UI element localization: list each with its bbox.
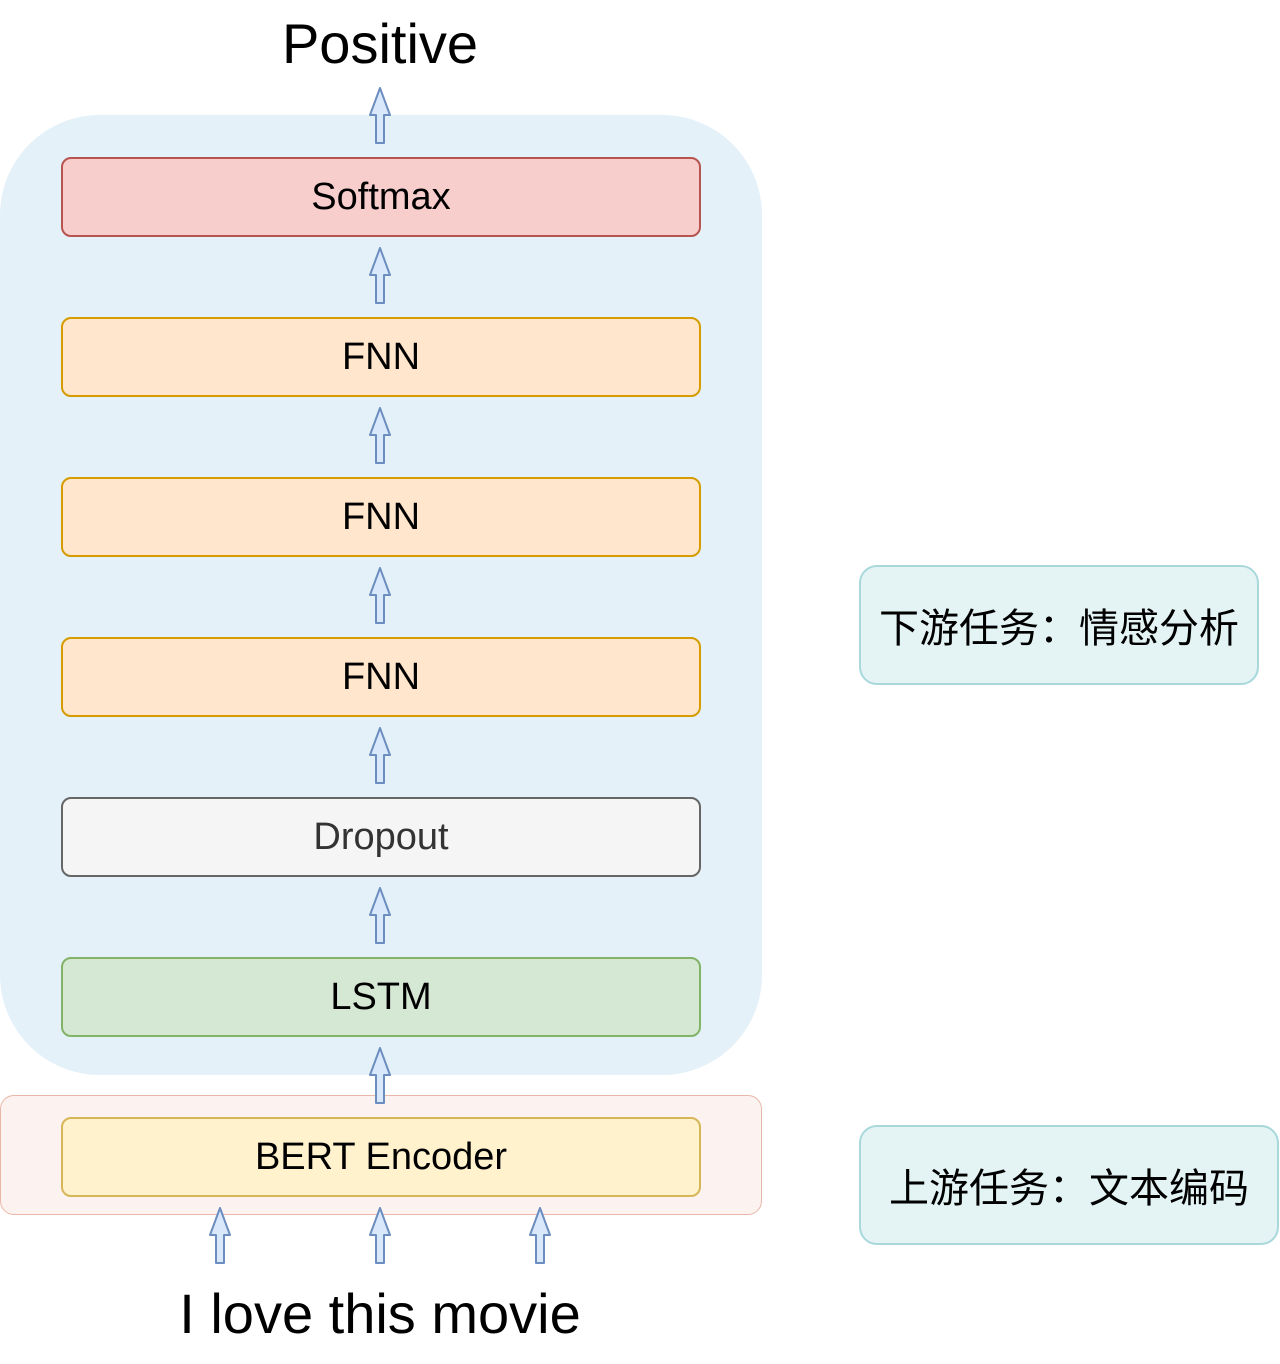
dropout-layer-label: Dropout bbox=[313, 815, 449, 858]
arrow-fnn-to-fnn-upper-icon bbox=[369, 407, 391, 464]
softmax-layer-label: Softmax bbox=[311, 175, 451, 218]
fnn-layer-3-label: FNN bbox=[341, 335, 421, 378]
downstream-task-box: 下游任务：情感分析 bbox=[859, 565, 1259, 685]
arrow-dropout-to-fnn-icon bbox=[369, 727, 391, 784]
lstm-layer-label: LSTM bbox=[330, 975, 432, 1018]
fnn-layer-1[interactable]: FNN bbox=[61, 637, 701, 717]
bert-encoder-layer[interactable]: BERT Encoder bbox=[61, 1117, 701, 1197]
dropout-layer[interactable]: Dropout bbox=[61, 797, 701, 877]
upstream-task-box: 上游任务：文本编码 bbox=[859, 1125, 1279, 1245]
fnn-layer-2-label: FNN bbox=[341, 495, 421, 538]
arrow-softmax-to-output-icon bbox=[369, 87, 391, 144]
arrow-fnn-to-softmax-icon bbox=[369, 247, 391, 304]
fnn-layer-3[interactable]: FNN bbox=[61, 317, 701, 397]
lstm-layer[interactable]: LSTM bbox=[61, 957, 701, 1037]
arrow-input-right-icon bbox=[529, 1207, 551, 1264]
arrow-encoder-to-lstm-icon bbox=[369, 1047, 391, 1104]
output-label: Positive bbox=[281, 11, 479, 75]
arrow-lstm-to-dropout-icon bbox=[369, 887, 391, 944]
upstream-task-label: 上游任务：文本编码 bbox=[889, 1167, 1249, 1211]
downstream-task-label: 下游任务：情感分析 bbox=[879, 607, 1239, 651]
softmax-layer[interactable]: Softmax bbox=[61, 157, 701, 237]
input-sentence: I love this movie bbox=[179, 1281, 581, 1345]
fnn-layer-1-label: FNN bbox=[341, 655, 421, 698]
arrow-fnn-to-fnn-lower-icon bbox=[369, 567, 391, 624]
arrow-input-left-icon bbox=[209, 1207, 231, 1264]
arrow-input-center-icon bbox=[369, 1207, 391, 1264]
bert-encoder-label: BERT Encoder bbox=[254, 1135, 508, 1178]
fnn-layer-2[interactable]: FNN bbox=[61, 477, 701, 557]
